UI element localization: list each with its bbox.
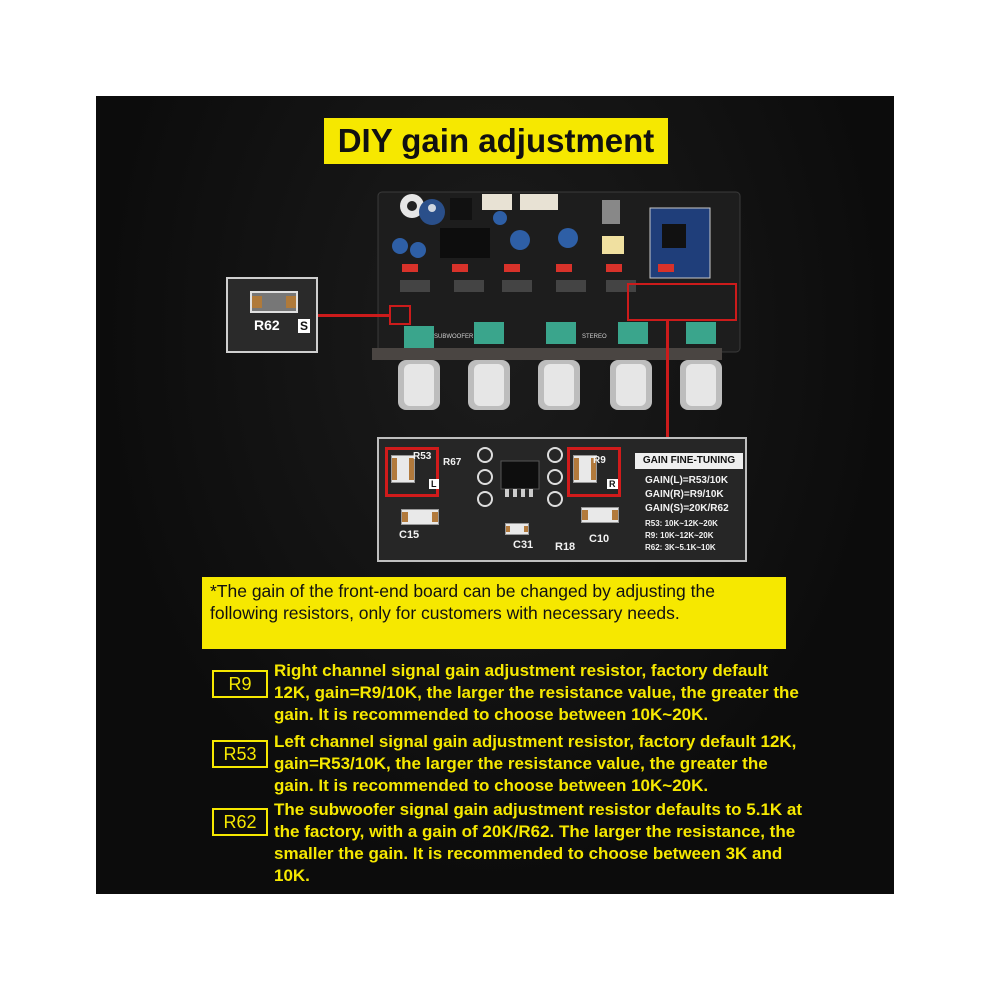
op-amp-chip <box>477 447 563 507</box>
r62-inset: R62 S <box>226 277 318 353</box>
gain-line-s: GAIN(S)=20K/R62 <box>645 503 729 514</box>
connector-line-left <box>318 314 390 317</box>
r62-label: R62 <box>254 317 280 333</box>
r53-label: R53 <box>413 451 432 462</box>
silk-label-subwoofer: SUBWOOFER <box>434 334 474 340</box>
desc-r9: Right channel signal gain adjustment res… <box>274 661 799 724</box>
range-r9: R9: 10K~12K~20K <box>645 531 714 540</box>
gain-note: *The gain of the front-end board can be … <box>202 577 786 649</box>
tag-r53: R53 <box>212 740 268 768</box>
board-image: SUBWOOFER STEREO <box>370 188 750 418</box>
r9-highlight <box>567 447 621 497</box>
c10-chip <box>581 507 619 523</box>
gain-fine-tuning-legend: GAIN FINE-TUNING GAIN(L)=R53/10K GAIN(R)… <box>635 453 743 560</box>
silk-label-stereo: STEREO <box>582 334 607 340</box>
range-r53: R53: 10K~12K~20K <box>645 519 718 528</box>
gain-line-r: GAIN(R)=R9/10K <box>645 489 724 500</box>
r53-chip <box>391 455 415 483</box>
connector-line-right <box>666 320 669 438</box>
tag-r62: R62 <box>212 808 268 836</box>
r67-label: R67 <box>443 457 462 468</box>
c15-label: C15 <box>399 529 420 541</box>
circuit-board-illustration <box>372 191 741 410</box>
c10-label: C10 <box>589 533 610 545</box>
r-label: R <box>607 479 618 489</box>
r9-label: R9 <box>593 455 606 466</box>
fine-tuning-header: GAIN FINE-TUNING <box>635 453 743 469</box>
c31-label: C31 <box>513 539 534 551</box>
c15-chip <box>401 509 439 525</box>
resistor-chip <box>250 291 298 313</box>
desc-r53: Left channel signal gain adjustment resi… <box>274 732 797 795</box>
c31-chip <box>505 523 529 535</box>
r53-highlight <box>385 447 439 497</box>
range-r62: R62: 3K~5.1K~10K <box>645 543 716 552</box>
desc-r62: The subwoofer signal gain adjustment res… <box>274 800 803 885</box>
l-label: L <box>429 479 439 489</box>
page-title: DIY gain adjustment <box>324 118 668 164</box>
r18-label: R18 <box>555 541 576 553</box>
gain-line-l: GAIN(L)=R53/10K <box>645 475 729 486</box>
detail-zoom: R53 L R67 R9 R C15 C31 R18 C10 GAIN FINE… <box>377 437 747 562</box>
r9-chip <box>573 455 597 483</box>
s-label: S <box>298 319 311 333</box>
tag-r9: R9 <box>212 670 268 698</box>
